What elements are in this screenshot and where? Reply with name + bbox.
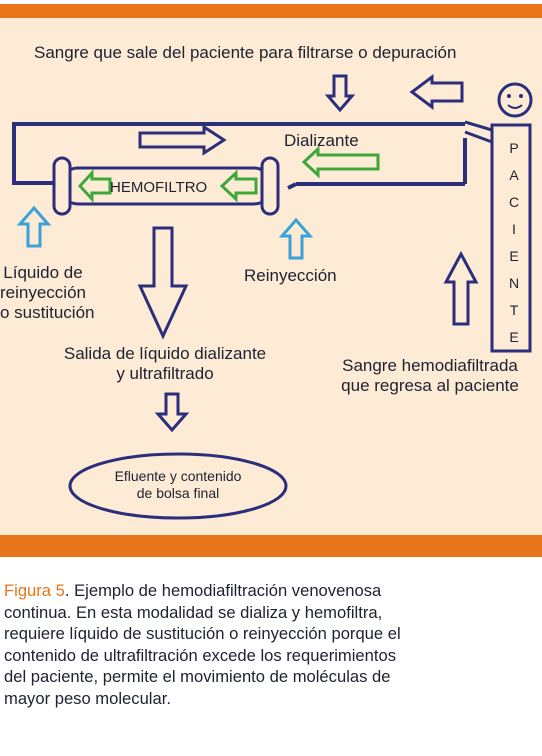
top-label: Sangre que sale del paciente para filtra… — [34, 43, 457, 62]
patient-letter: E — [509, 248, 519, 264]
reinjection-fluid-label: Líquido de reinyección o sustitución — [0, 263, 95, 322]
green-arrow-left-icon — [77, 169, 112, 203]
patient-eye-left — [507, 94, 511, 98]
outflow-down-arrow-icon — [137, 226, 189, 340]
caption-line: Ejemplo de hemodiafiltración venovenosa — [69, 581, 382, 600]
figure-caption: Figura 5. Ejemplo de hemodiafiltración v… — [4, 580, 538, 710]
effluent-down-arrow-icon — [154, 392, 190, 433]
diagram-panel: Sangre que sale del paciente para filtra… — [0, 18, 542, 535]
hemofilter-right-cap — [260, 156, 280, 216]
blood-out-down-arrow-icon — [324, 74, 356, 113]
outflow-label: Salida de líquido dializante y ultrafilt… — [63, 344, 267, 383]
patient-letter: C — [508, 194, 520, 210]
return-up-arrow-icon — [443, 250, 479, 326]
return-blood-label: Sangre hemodiafiltrada que regresa al pa… — [341, 356, 519, 395]
caption-line: continua. En esta modalidad se dializa y… — [4, 602, 383, 622]
reinyeccion-label: Reinyección — [244, 266, 337, 285]
dialysate-arrow-icon — [301, 145, 380, 179]
patient-letter: I — [512, 221, 516, 237]
return-line-tip — [287, 182, 297, 190]
patient-head — [497, 82, 533, 118]
substitution-up-arrow-icon — [16, 205, 52, 248]
bottom-accent-bar — [0, 535, 542, 557]
patient-letter: A — [509, 167, 519, 183]
hemofilter-left-cap — [52, 156, 72, 216]
reinjection-up-arrow-icon — [278, 217, 314, 260]
patient-body — [490, 123, 532, 353]
patient-eye-right — [519, 94, 523, 98]
caption-separator: . — [64, 581, 70, 600]
blood-out-left-arrow-icon — [409, 74, 464, 110]
hemofiltro-label: HEMOFILTRO — [110, 179, 208, 196]
patient-letter: N — [508, 275, 520, 291]
blood-flow-right-arrow-icon — [138, 124, 227, 156]
patient-arm — [464, 120, 494, 145]
patient-letter: E — [509, 329, 519, 345]
diagram-canvas — [12, 74, 533, 520]
green-arrow-left-icon — [219, 169, 258, 203]
effluent-bag — [68, 452, 288, 520]
patient-letter: T — [509, 302, 519, 318]
patient-smile — [507, 104, 523, 109]
caption-line: contenido de ultrafiltración excede los … — [4, 645, 397, 665]
blood-circuit-line — [12, 122, 465, 185]
dializante-label: Dializante — [284, 131, 359, 150]
top-accent-bar — [0, 4, 542, 18]
caption-label: Figura 5 — [4, 581, 65, 600]
caption-line: del paciente, permite el movimiento de m… — [4, 667, 391, 687]
effluent-label: Efluente y contenido de bolsa final — [114, 468, 242, 501]
caption-line: requiere líquido de sustitución o reinye… — [4, 624, 401, 644]
caption-line: mayor peso molecular. — [4, 688, 171, 708]
patient-letter: P — [509, 140, 519, 156]
